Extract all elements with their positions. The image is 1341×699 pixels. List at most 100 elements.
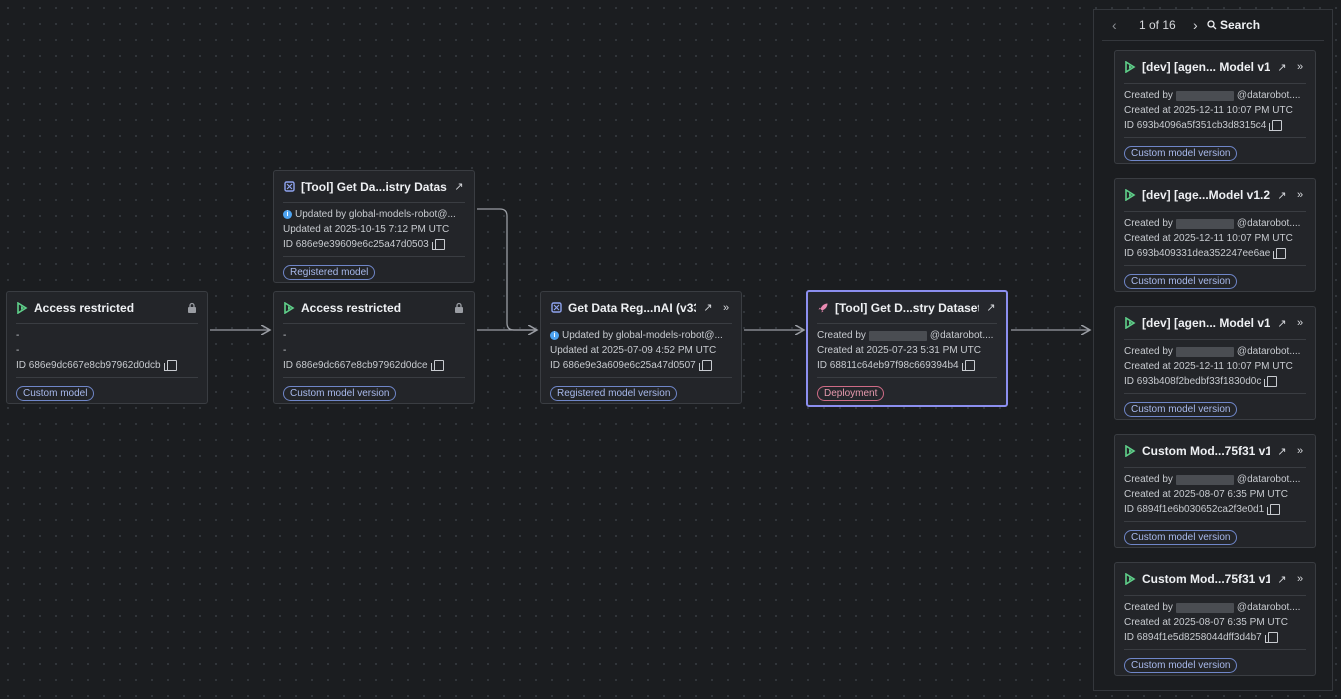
copy-icon[interactable] — [430, 360, 444, 371]
pager-text: 1 of 16 — [1139, 18, 1176, 32]
lineage-node-custom-model-version[interactable]: Access restricted - - ID 686e9dc667e8cb9… — [273, 291, 475, 404]
expand-icon[interactable]: » — [1296, 61, 1304, 73]
node-header: Access restricted — [16, 292, 198, 324]
versions-panel: ‹ 1 of 16 › Search [dev] [agen... Model … — [1093, 9, 1333, 691]
lineage-node-registered-model-version[interactable]: Get Data Reg...nAI (v33) \ ↗ » iUpdated … — [540, 291, 742, 404]
copy-icon[interactable] — [1267, 504, 1281, 515]
card-title: [dev] [age...Model v1.2 — [1142, 188, 1270, 202]
chevron-right-icon[interactable]: › — [1193, 17, 1198, 33]
divider — [1124, 521, 1306, 522]
node-title: [Tool] Get D...stry Dataset — [835, 300, 979, 315]
registered-model-icon — [550, 302, 562, 314]
node-line-2: - — [16, 345, 20, 356]
info-icon[interactable]: i — [550, 331, 559, 340]
card-id-row: ID 6894f1e6b030652ca2f3e0d1 — [1124, 502, 1306, 517]
info-icon[interactable]: i — [283, 210, 292, 219]
expand-icon[interactable]: » — [1296, 317, 1304, 329]
type-badge: Custom model version — [1124, 658, 1238, 673]
copy-icon[interactable] — [163, 360, 177, 371]
card-title: Custom Mod...75f31 v1.3 — [1142, 444, 1270, 458]
redacted-user — [1175, 90, 1234, 101]
created-at: Created at 2025-12-11 10:07 PM UTC — [1124, 361, 1293, 372]
custom-model-icon — [1124, 61, 1136, 73]
redacted-user — [1175, 218, 1234, 229]
version-card[interactable]: Custom Mod...75f31 v1.3 ↗ » Created by@d… — [1114, 434, 1316, 548]
created-at: Created at 2025-08-07 6:35 PM UTC — [1124, 617, 1288, 628]
version-card[interactable]: [dev] [age...Model v1.2 ↗ » Created by@d… — [1114, 178, 1316, 292]
node-header: Access restricted — [283, 292, 465, 324]
lineage-node-deployment[interactable]: [Tool] Get D...stry Dataset ↗ Created by… — [806, 290, 1008, 407]
node-id: ID 68811c64eb97f98c669394b4 — [817, 360, 959, 371]
lineage-node-custom-model[interactable]: Access restricted - - ID 686e9dc667e8cb9… — [6, 291, 208, 404]
created-by-row: Created by@datarobot.... — [1124, 88, 1306, 103]
card-id: ID 693b4096a5f351cb3d8315c4 — [1124, 120, 1267, 131]
node-header: [Tool] Get Da...istry Dataset ↗ — [283, 171, 465, 203]
divider — [1124, 137, 1306, 138]
node-id: ID 686e9e3a609e6c25a47d0507 — [550, 360, 696, 371]
created-by-label: Created by — [1124, 90, 1173, 101]
type-badge: Registered model — [283, 265, 376, 280]
open-external-icon[interactable]: ↗ — [454, 181, 464, 193]
copy-icon[interactable] — [431, 239, 445, 250]
copy-icon[interactable] — [1273, 248, 1287, 259]
type-badge: Custom model version — [283, 386, 397, 401]
expand-icon[interactable]: » — [1296, 573, 1304, 585]
card-header: Custom Mod...75f31 v1.2 ↗ » — [1124, 563, 1306, 596]
open-external-icon[interactable]: ↗ — [1277, 445, 1287, 458]
node-id-row: ID 686e9dc667e8cb97962d0dcb — [16, 358, 198, 373]
edge-n3-n4 — [477, 208, 537, 331]
expand-icon[interactable]: » — [1296, 445, 1304, 457]
version-card[interactable]: [dev] [agen... Model v1.3 ↗ » Created by… — [1114, 50, 1316, 164]
created-by-domain: @datarobot.... — [1236, 602, 1301, 613]
version-card[interactable]: Custom Mod...75f31 v1.2 ↗ » Created by@d… — [1114, 562, 1316, 676]
copy-icon[interactable] — [1264, 632, 1278, 643]
open-external-icon[interactable]: ↗ — [703, 302, 713, 314]
open-external-icon[interactable]: ↗ — [986, 302, 996, 314]
node-title: Access restricted — [301, 300, 402, 315]
open-external-icon[interactable]: ↗ — [1277, 61, 1287, 74]
copy-icon[interactable] — [698, 360, 712, 371]
open-external-icon[interactable]: ↗ — [1277, 189, 1287, 202]
open-external-icon[interactable]: ↗ — [1277, 317, 1287, 330]
divider — [1124, 649, 1306, 650]
divider — [283, 377, 465, 378]
pager: ‹ 1 of 16 › Search — [1102, 10, 1324, 41]
created-by-row: Created by@datarobot.... — [817, 328, 997, 343]
created-by-domain: @datarobot.... — [1236, 474, 1301, 485]
card-id: ID 693b408f2bedbf33f1830d0c — [1124, 376, 1262, 387]
copy-icon[interactable] — [1264, 376, 1278, 387]
redacted-user — [1175, 346, 1234, 357]
node-id: ID 686e9e39609e6c25a47d0503 — [283, 239, 429, 250]
open-external-icon[interactable]: ↗ — [1277, 573, 1287, 586]
copy-icon[interactable] — [961, 360, 975, 371]
expand-icon[interactable]: » — [722, 301, 730, 314]
divider — [16, 377, 198, 378]
node-id: ID 686e9dc667e8cb97962d0dcb — [16, 360, 161, 371]
type-badge: Deployment — [817, 386, 885, 401]
version-card[interactable]: [dev] [agen... Model v1.1 ↗ » Created by… — [1114, 306, 1316, 420]
expand-icon[interactable]: » — [1296, 189, 1304, 201]
card-id-row: ID 693b408f2bedbf33f1830d0c — [1124, 374, 1306, 389]
type-badge: Custom model version — [1124, 530, 1238, 545]
divider — [817, 377, 997, 378]
divider — [550, 377, 732, 378]
node-header: Get Data Reg...nAI (v33) \ ↗ » — [550, 292, 732, 324]
created-by-label: Created by — [817, 330, 866, 341]
updated-by: Updated by global-models-robot@... — [562, 330, 723, 341]
search-button[interactable]: Search — [1207, 18, 1260, 32]
copy-icon[interactable] — [1269, 120, 1283, 131]
created-at: Created at 2025-07-23 5:31 PM UTC — [817, 345, 981, 356]
card-header: [dev] [agen... Model v1.3 ↗ » — [1124, 51, 1306, 84]
chevron-left-icon[interactable]: ‹ — [1112, 17, 1117, 33]
node-title: [Tool] Get Da...istry Dataset — [301, 179, 447, 194]
created-by-domain: @datarobot.... — [1236, 218, 1301, 229]
created-at: Created at 2025-12-11 10:07 PM UTC — [1124, 233, 1293, 244]
custom-model-icon — [1124, 317, 1136, 329]
node-id-row: ID 686e9e39609e6c25a47d0503 — [283, 237, 465, 252]
type-badge: Custom model version — [1124, 402, 1238, 417]
custom-model-icon — [1124, 445, 1136, 457]
card-title: [dev] [agen... Model v1.3 — [1142, 60, 1270, 74]
